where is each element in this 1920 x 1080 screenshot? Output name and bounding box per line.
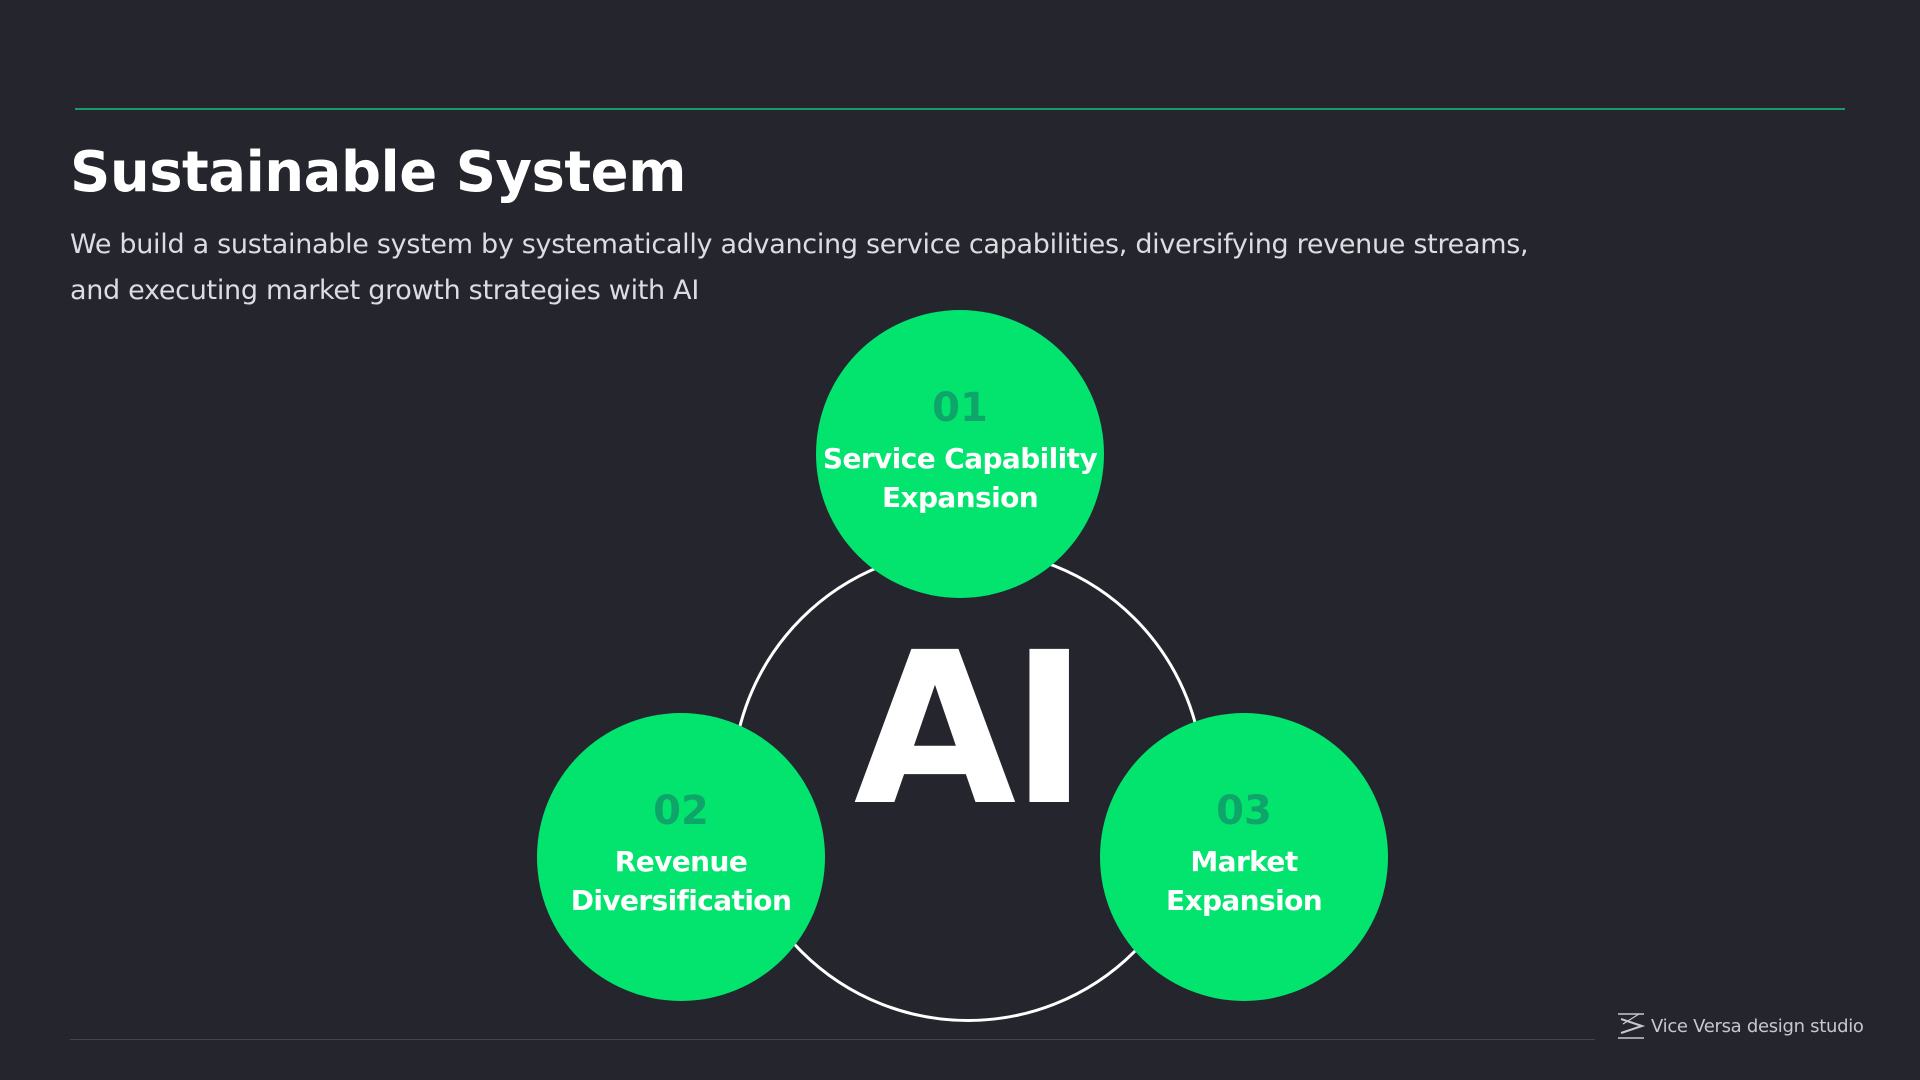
node-label: Market Expansion bbox=[1165, 842, 1323, 920]
cycle-diagram: AI 01 Service Capability Expansion 02 Re… bbox=[520, 300, 1420, 1022]
node-revenue-diversification: 02 Revenue Diversification bbox=[537, 713, 825, 1001]
node-label-line: Diversification bbox=[570, 884, 792, 917]
page-subtitle: We build a sustainable system by systema… bbox=[70, 222, 1570, 314]
node-label: Revenue Diversification bbox=[571, 842, 792, 920]
footer-brand: Vice Versa design studio bbox=[1615, 1010, 1864, 1042]
subtitle-line-1: We build a sustainable system by systema… bbox=[70, 229, 1529, 260]
top-divider bbox=[75, 108, 1845, 110]
page-title: Sustainable System bbox=[70, 140, 686, 205]
node-label-line: Market bbox=[1190, 845, 1298, 878]
node-number: 03 bbox=[1216, 788, 1272, 834]
node-label: Service Capability Expansion bbox=[822, 439, 1098, 517]
subtitle-line-2: and executing market growth strategies w… bbox=[70, 275, 699, 306]
footer-brand-text: Vice Versa design studio bbox=[1651, 1015, 1864, 1037]
node-service-capability: 01 Service Capability Expansion bbox=[816, 310, 1104, 598]
node-label-line: Expansion bbox=[1165, 884, 1323, 917]
center-label-ai: AI bbox=[853, 607, 1089, 852]
node-label-line: Revenue bbox=[614, 845, 748, 878]
node-market-expansion: 03 Market Expansion bbox=[1100, 713, 1388, 1001]
node-number: 01 bbox=[932, 385, 988, 431]
vice-versa-logo-icon bbox=[1618, 1013, 1646, 1039]
node-number: 02 bbox=[653, 788, 709, 834]
bottom-divider bbox=[70, 1039, 1595, 1040]
node-label-line: Service Capability bbox=[822, 442, 1098, 475]
node-label-line: Expansion bbox=[881, 481, 1039, 514]
